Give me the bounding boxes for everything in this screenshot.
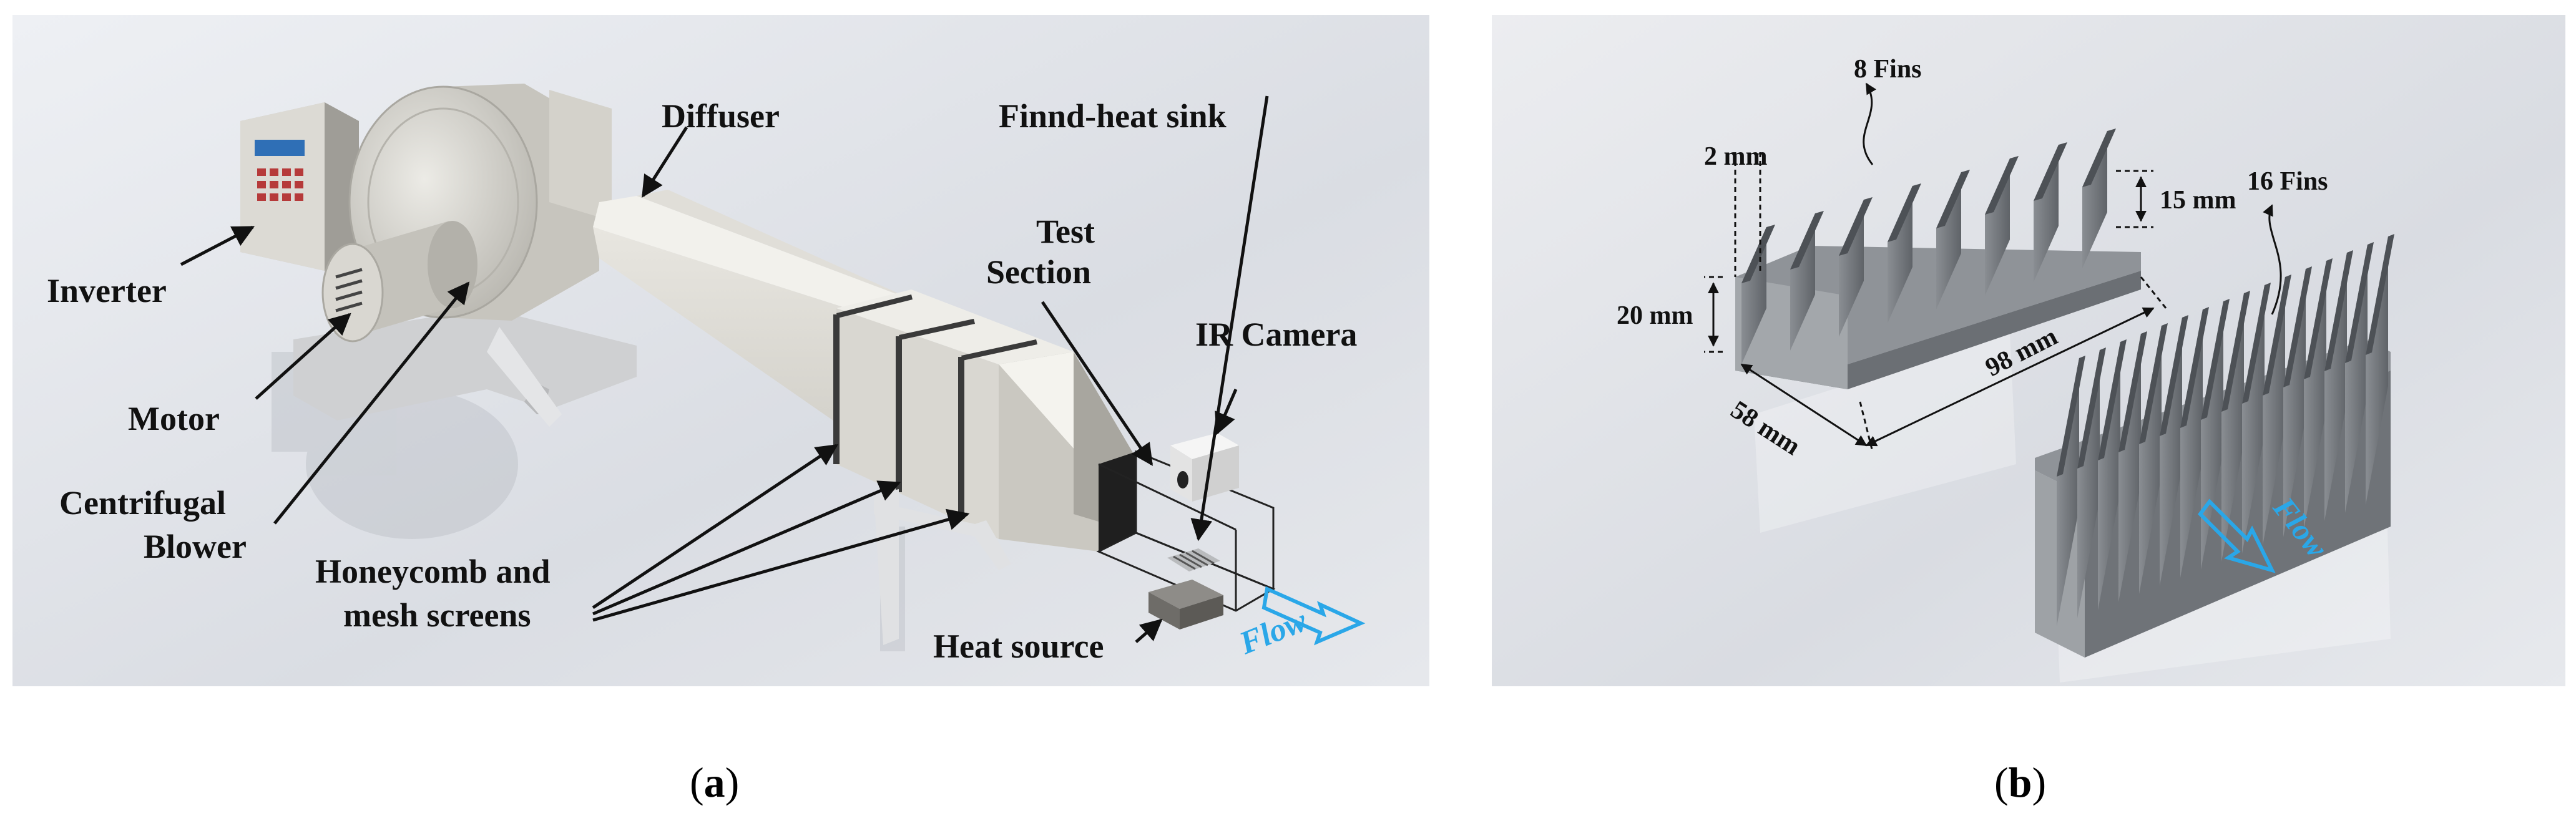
leader-lines-a bbox=[180, 95, 1269, 643]
panel-a-wind-tunnel: Flow Inverter Diffuser Finnd-heat sink T… bbox=[12, 15, 1429, 686]
fin bbox=[2263, 275, 2291, 545]
flow-arrow-b bbox=[2198, 498, 2276, 573]
label-diffuser: Diffuser bbox=[662, 97, 780, 135]
fin bbox=[2221, 291, 2250, 561]
dim-98mm-line bbox=[1865, 307, 2155, 447]
label-15mm: 15 mm bbox=[2160, 186, 2236, 215]
fin bbox=[2160, 315, 2188, 586]
fin bbox=[2034, 142, 2067, 282]
label-test: Test bbox=[1036, 213, 1095, 250]
label-motor: Motor bbox=[128, 400, 220, 437]
dimension-lines bbox=[1704, 82, 2282, 452]
arrow-test-section bbox=[1041, 301, 1153, 466]
arrow-inverter bbox=[180, 225, 255, 266]
fin bbox=[1888, 183, 1921, 323]
inverter-display bbox=[255, 140, 305, 156]
blower-outlet bbox=[549, 90, 612, 221]
arrow-heat-sink bbox=[1190, 95, 1269, 542]
wind-tunnel-illustration: Flow Inverter Diffuser Finnd-heat sink T… bbox=[12, 15, 1429, 686]
label-mesh-screens: mesh screens bbox=[343, 596, 531, 634]
fins-8 bbox=[1741, 129, 2116, 364]
fin bbox=[1985, 156, 2019, 296]
arrow-centrifugal bbox=[273, 281, 470, 525]
arrow-screen-1 bbox=[592, 444, 838, 610]
heat-sink-8-fins bbox=[1735, 129, 2141, 389]
label-inverter: Inverter bbox=[47, 272, 167, 309]
label-honeycomb: Honeycomb and bbox=[315, 553, 551, 590]
heat-source-block bbox=[1148, 580, 1223, 629]
arrow-ir-camera bbox=[1215, 389, 1238, 435]
label-8-fins: 8 Fins bbox=[1854, 55, 1922, 84]
fin bbox=[1839, 197, 1873, 337]
caption-b-letter: b bbox=[2008, 759, 2032, 806]
inverter-box bbox=[240, 102, 359, 271]
fin bbox=[2345, 242, 2374, 513]
heat-sink-small bbox=[1167, 548, 1220, 571]
arrow-heat-source bbox=[1135, 618, 1163, 643]
arrow-screen-3 bbox=[592, 508, 970, 622]
fin bbox=[2242, 283, 2271, 553]
diffuser-duct bbox=[593, 190, 918, 470]
label-finned-heat-sink: Finnd-heat sink bbox=[999, 97, 1227, 135]
ir-camera bbox=[1170, 433, 1239, 502]
motor-grille bbox=[335, 268, 363, 313]
fin bbox=[2304, 258, 2333, 529]
label-2mm: 2 mm bbox=[1704, 142, 1767, 171]
heat-sink-illustration: Flow 8 Fins 16 Fins 2 mm 15 mm 20 mm 58 … bbox=[1492, 15, 2565, 686]
arrow-motor bbox=[255, 313, 351, 400]
fin bbox=[2283, 266, 2312, 537]
label-ir-camera: IR Camera bbox=[1195, 316, 1357, 353]
leader-8-fins bbox=[1863, 82, 1877, 165]
fin bbox=[2324, 250, 2353, 521]
fin bbox=[2366, 234, 2394, 505]
caption-a-letter: a bbox=[703, 759, 725, 806]
label-20mm: 20 mm bbox=[1617, 301, 1693, 330]
arrow-screen-2 bbox=[592, 480, 901, 616]
caption-a: (a) bbox=[690, 759, 740, 806]
leader-16-fins bbox=[2263, 204, 2282, 315]
fin bbox=[2082, 129, 2116, 268]
arrow-diffuser bbox=[641, 126, 688, 198]
fin bbox=[1936, 170, 1970, 309]
test-section bbox=[1096, 450, 1276, 612]
label-blower: Blower bbox=[144, 528, 247, 565]
dim-58mm-line bbox=[1740, 363, 1868, 447]
fin bbox=[2180, 307, 2209, 578]
flow-arrow-a bbox=[1261, 586, 1366, 646]
caption-b: (b) bbox=[1994, 759, 2047, 806]
fin bbox=[1790, 211, 1824, 351]
fin bbox=[2201, 299, 2230, 570]
panel-b-heat-sinks: Flow 8 Fins 16 Fins 2 mm 15 mm 20 mm 58 … bbox=[1492, 15, 2565, 686]
label-16-fins: 16 Fins bbox=[2247, 167, 2328, 196]
label-centrifugal: Centrifugal bbox=[59, 484, 226, 522]
inverter-keypad bbox=[257, 168, 303, 201]
label-section: Section bbox=[986, 253, 1091, 291]
label-heat-source: Heat source bbox=[933, 628, 1104, 665]
